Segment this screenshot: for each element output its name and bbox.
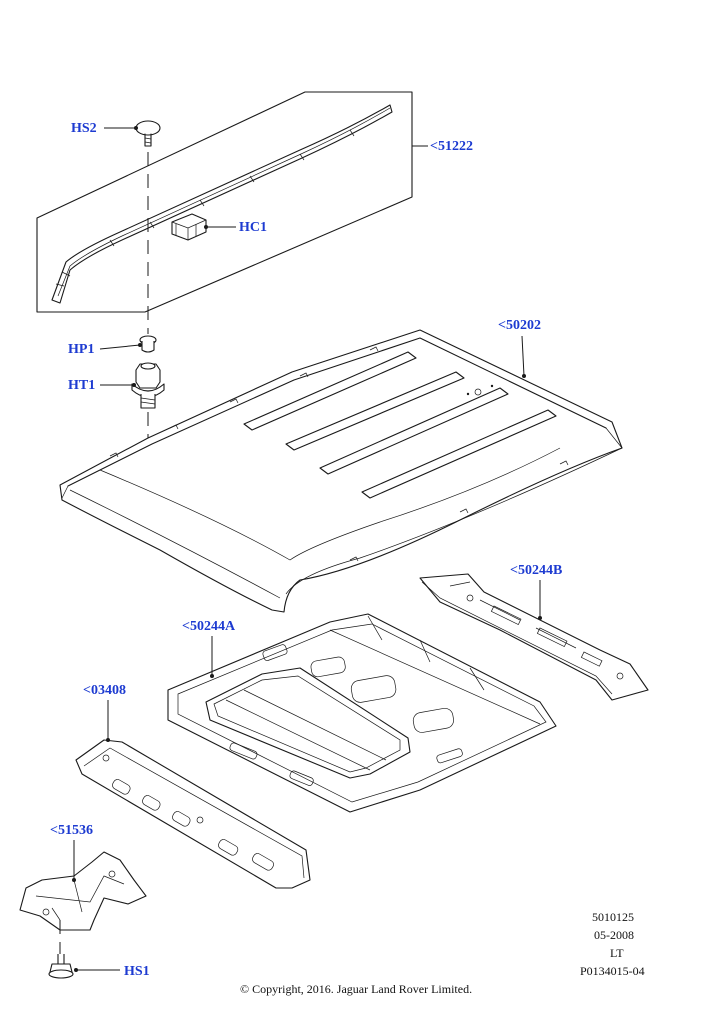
leader-lines	[72, 126, 542, 972]
copyright-notice: © Copyright, 2016. Jaguar Land Rover Lim…	[240, 982, 473, 996]
callout-50244a[interactable]: <50244A	[182, 619, 236, 634]
callout-50244b[interactable]: <50244B	[510, 563, 563, 578]
mounting-bracket	[19, 851, 147, 931]
illustration-number: P0134015-04	[580, 964, 645, 978]
plug-hp1	[139, 335, 157, 353]
callout-hs2[interactable]: HS2	[71, 121, 97, 136]
callout-51536[interactable]: <51536	[50, 823, 93, 838]
callout-hs1[interactable]: HS1	[124, 964, 150, 979]
callout-hc1[interactable]: HC1	[239, 220, 267, 235]
callout-51222[interactable]: <51222	[430, 139, 473, 154]
callout-hp1[interactable]: HP1	[68, 342, 95, 357]
nut-ht1	[131, 362, 165, 409]
stud-hs2	[135, 120, 161, 147]
roof-rail-moulding-group	[36, 91, 413, 313]
diagram-date: 05-2008	[594, 928, 634, 942]
roof-frame-sunroof	[167, 613, 557, 813]
callout-ht1[interactable]: HT1	[68, 378, 96, 393]
roof-panel	[59, 329, 623, 613]
diagram-code: 5010125	[592, 910, 634, 924]
screw-hs1	[48, 920, 74, 979]
diagram-variant: LT	[610, 946, 624, 960]
roof-bow-rear	[419, 573, 649, 701]
callout-03408[interactable]: <03408	[83, 683, 126, 698]
callout-50202[interactable]: <50202	[498, 318, 541, 333]
front-header	[75, 739, 311, 889]
